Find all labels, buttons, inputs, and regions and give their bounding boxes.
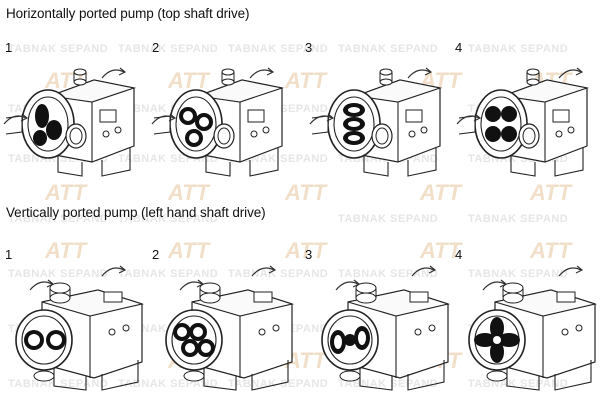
watermark-logo: ATT bbox=[285, 238, 327, 263]
watermark-logo: ATT bbox=[530, 180, 572, 205]
horizontal-pump-step-3 bbox=[309, 67, 441, 177]
step-number: 2 bbox=[152, 247, 160, 262]
watermark-logo: ATT bbox=[168, 180, 210, 205]
watermark-text: TABNAK SEPAND bbox=[468, 213, 569, 225]
watermark-text: TABNAK SEPAND bbox=[228, 268, 329, 280]
watermark-text: TABNAK SEPAND bbox=[338, 213, 439, 225]
watermark-logo: ATT bbox=[530, 238, 572, 263]
watermark-text: TABNAK SEPAND bbox=[118, 43, 219, 55]
watermark-text: TABNAK SEPAND bbox=[228, 43, 329, 55]
vertical-pump-step-3 bbox=[321, 265, 449, 391]
watermark-logo: ATT bbox=[168, 238, 210, 263]
vertical-pump-step-1 bbox=[15, 265, 143, 391]
rotor-lobes bbox=[474, 317, 520, 363]
watermark-logo: ATT bbox=[45, 180, 87, 205]
vertical-pump-step-2 bbox=[165, 265, 293, 391]
watermark-logo: ATT bbox=[285, 68, 327, 93]
rotor-lobes bbox=[330, 326, 370, 354]
rotor-lobes bbox=[24, 330, 66, 350]
rotor-lobes bbox=[33, 104, 62, 146]
step-number: 1 bbox=[5, 247, 13, 262]
watermark-text: TABNAK SEPAND bbox=[118, 268, 219, 280]
watermark-text: TABNAK SEPAND bbox=[338, 268, 439, 280]
watermark-text: TABNAK SEPAND bbox=[8, 378, 109, 390]
watermark-logo: ATT bbox=[420, 180, 462, 205]
watermark-logo: ATT bbox=[45, 238, 87, 263]
horizontal-pump-step-2 bbox=[151, 67, 283, 177]
watermark-text: TABNAK SEPAND bbox=[8, 43, 109, 55]
watermark-text: TABNAK SEPAND bbox=[118, 213, 219, 225]
vertical-pump-step-4 bbox=[468, 265, 596, 391]
step-number: 2 bbox=[152, 40, 160, 55]
step-number: 1 bbox=[5, 40, 13, 55]
watermark-logo: ATT bbox=[285, 180, 327, 205]
rotor-lobes bbox=[173, 323, 215, 357]
step-number: 3 bbox=[305, 40, 313, 55]
rotor-lobes bbox=[179, 107, 213, 147]
horizontal-pump-step-4 bbox=[456, 67, 588, 177]
horizontal-pump-step-1 bbox=[3, 67, 135, 177]
watermark-logo: ATT bbox=[168, 68, 210, 93]
watermark-text: TABNAK SEPAND bbox=[8, 213, 109, 225]
step-number: 4 bbox=[455, 40, 463, 55]
watermark-text: TABNAK SEPAND bbox=[468, 43, 569, 55]
step-number: 3 bbox=[305, 247, 313, 262]
watermark-text: TABNAK SEPAND bbox=[338, 378, 439, 390]
rotor-lobes bbox=[343, 103, 365, 145]
rotor-lobes bbox=[485, 106, 517, 142]
section-title-vertical: Vertically ported pump (left hand shaft … bbox=[6, 205, 266, 220]
section-title-horizontal: Horizontally ported pump (top shaft driv… bbox=[6, 6, 250, 21]
watermark-text: TABNAK SEPAND bbox=[8, 268, 109, 280]
watermark-logo: ATT bbox=[420, 238, 462, 263]
watermark-text: TABNAK SEPAND bbox=[338, 43, 439, 55]
watermark-text: TABNAK SEPAND bbox=[468, 268, 569, 280]
step-number: 4 bbox=[455, 247, 463, 262]
